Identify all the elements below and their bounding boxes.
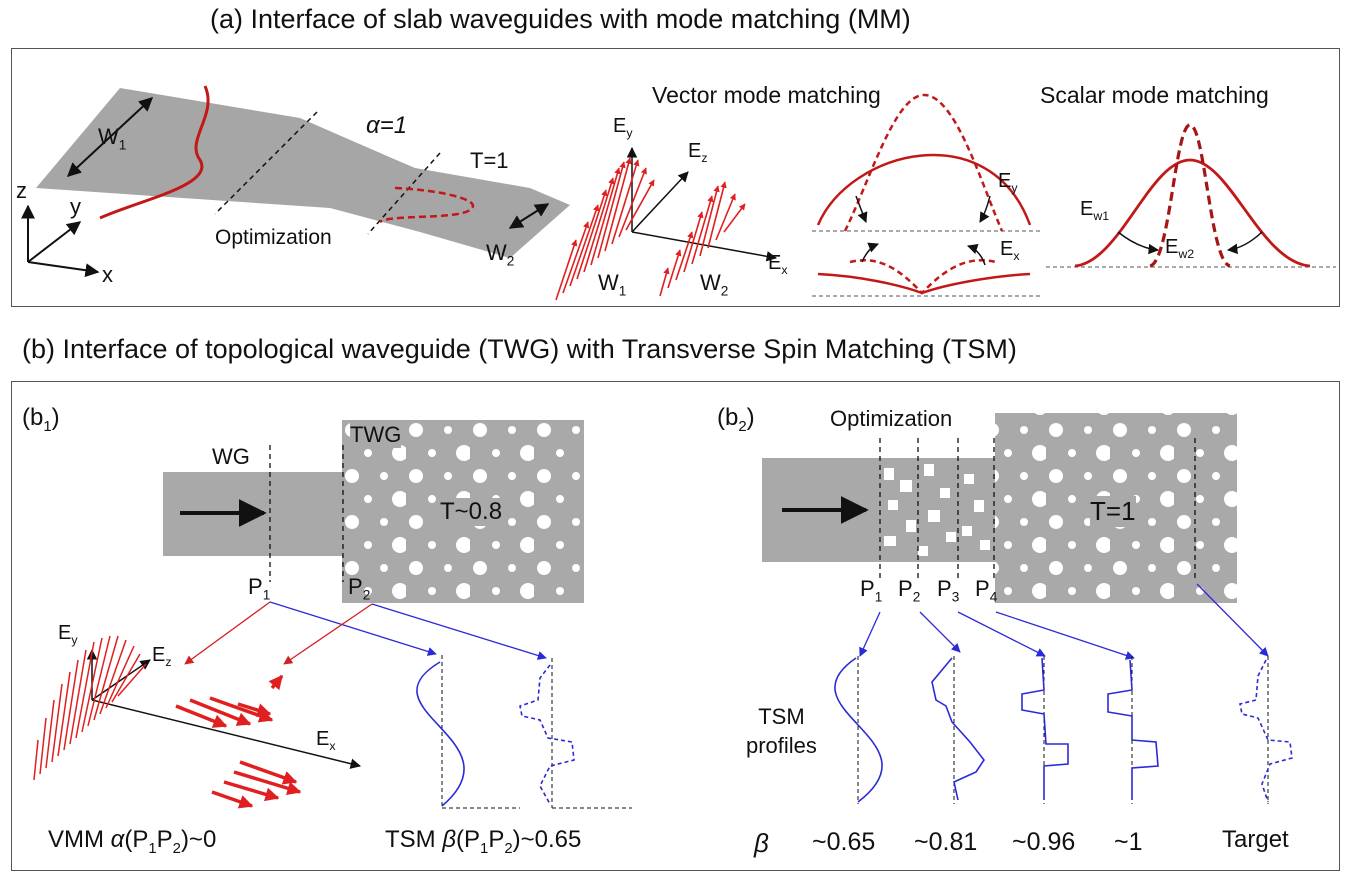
b2-blue-arrows: [859, 583, 1269, 660]
vmm-field-arrows-w2: [659, 181, 746, 297]
axis-y-label: y: [70, 194, 81, 219]
ez-label-vmm: Ez: [688, 140, 708, 165]
b1-tsm-profile-p1: [416, 655, 520, 809]
beta-value-4: ~1: [1114, 828, 1143, 856]
t1-label: T=1: [1090, 496, 1136, 527]
p2-red-arrow: [283, 603, 373, 665]
ez-label-b1: Ez: [152, 644, 172, 669]
b1-field-arrows-ex: [175, 674, 302, 809]
p4-label-b2: P4: [975, 576, 998, 605]
ey-label-b1: Ey: [58, 622, 78, 647]
w2-label: W2: [486, 240, 515, 269]
mode-profile-w1: [99, 85, 210, 220]
ex-label-profile: Ex: [1000, 238, 1020, 263]
b2-plane-lines: [879, 438, 1196, 582]
panel-b-title: (b) Interface of topological waveguide (…: [22, 334, 1017, 364]
b1-axis-x: [91, 699, 362, 769]
p2-label-b1: P2: [348, 574, 371, 603]
optimization-label-a: Optimization: [215, 226, 332, 249]
w2-label-vmm: W2: [700, 270, 729, 299]
p1-label-b2: P1: [860, 576, 883, 605]
ew2-label: Ew2: [1165, 236, 1195, 261]
beta-value-target: Target: [1222, 826, 1289, 853]
beta-value-2: ~0.81: [914, 828, 978, 856]
panel-a-title: (a) Interface of slab waveguides with mo…: [210, 4, 911, 34]
smm-profiles: [1046, 123, 1336, 268]
wg-label: WG: [212, 444, 250, 469]
vmm-result-label: VMM α(P1P2)~0: [48, 826, 217, 857]
t08-label: T~0.8: [440, 498, 503, 526]
beta-symbol: β: [754, 828, 769, 858]
w1-label: W1: [98, 124, 127, 153]
p2-label-b2: P2: [898, 576, 921, 605]
b2-tsm-profile-1: [834, 656, 883, 804]
w1-arrow: [66, 97, 154, 177]
tsm-result-label: TSM β(P1P2)~0.65: [385, 826, 582, 857]
vmm-profiles: [812, 93, 1040, 297]
ey-label-profile: Ey: [998, 170, 1018, 195]
axis-x-label: x: [102, 262, 113, 287]
vmm-field-arrows-w1: [555, 157, 655, 301]
optimization-pixels-b2: [884, 464, 990, 556]
b2-tsm-profile-4: [1107, 656, 1159, 804]
w1-label-vmm: W1: [598, 270, 627, 299]
beta-value-3: ~0.96: [1012, 828, 1076, 856]
ex-label-vmm: Ex: [768, 252, 788, 277]
w2-arrow: [508, 203, 550, 229]
axes-icon: [21, 204, 100, 278]
tsm-profiles-label: TSM profiles: [746, 704, 817, 758]
axis-z-label: z: [16, 178, 27, 203]
b2-tsm-profile-target: [1239, 656, 1293, 804]
twg-label: TWG: [350, 422, 402, 448]
alpha-label: α=1: [366, 112, 408, 139]
optimization-label-b2: Optimization: [830, 406, 953, 431]
b2-tsm-profile-2: [931, 656, 985, 804]
p1-blue-arrow: [269, 601, 437, 656]
b2-label: (b2): [717, 404, 755, 435]
p2-blue-arrow: [371, 603, 547, 660]
p3-label-b2: P3: [937, 576, 960, 605]
ew1-label: Ew1: [1080, 198, 1110, 223]
b2-tsm-profile-3: [1021, 656, 1069, 804]
ey-label-vmm: Ey: [613, 115, 633, 140]
smm-title: Scalar mode matching: [1040, 82, 1269, 108]
opt-line-left: [214, 111, 318, 215]
b1-field-arrows-ey: [33, 635, 147, 781]
b1-label: (b1): [22, 404, 60, 435]
p1-red-arrow: [184, 601, 271, 665]
vmm-title: Vector mode matching: [652, 82, 881, 108]
beta-value-1: ~0.65: [812, 828, 876, 856]
b1-tsm-profile-p2: [519, 658, 632, 809]
p1-label-b1: P1: [248, 574, 271, 603]
transmission-label: T=1: [470, 148, 509, 173]
ex-label-b1: Ex: [316, 728, 336, 753]
mode-profile-w2: [379, 186, 474, 224]
